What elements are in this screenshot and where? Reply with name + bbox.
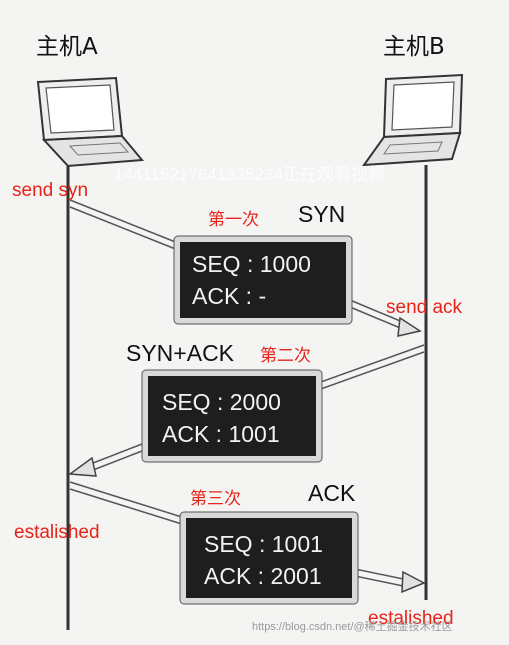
laptop-icon	[361, 73, 464, 167]
ack-value: ACK : 1001	[162, 421, 280, 447]
segment-box	[141, 369, 323, 463]
source-watermark: https://blog.csdn.net/@稀土掘金技术社区	[252, 619, 453, 633]
event-established-b: estalished	[368, 608, 454, 629]
ack-value: ACK : -	[192, 283, 266, 309]
host-b-label: 主机B	[383, 34, 445, 60]
viewer-watermark: 14411521764​1335234正在观看视频	[114, 165, 385, 184]
arrow-syn-ack	[67, 344, 425, 477]
step-label: 第二次	[260, 346, 311, 366]
laptop-icon	[36, 76, 145, 168]
event-send-syn: send syn	[12, 180, 88, 201]
step-label: 第一次	[208, 210, 259, 230]
segment-type: SYN+ACK	[126, 340, 235, 366]
step-label: 第三次	[190, 489, 241, 509]
seq-value: SEQ : 2000	[162, 389, 281, 415]
event-established-a: estalished	[14, 522, 100, 543]
segment-box	[173, 235, 353, 325]
arrow-syn	[69, 199, 422, 337]
event-send-ack: send ack	[386, 297, 463, 318]
ack-value: ACK : 2001	[204, 563, 322, 589]
segment-type: ACK	[308, 480, 356, 506]
arrow-ack	[69, 481, 426, 594]
host-a-label: 主机A	[36, 34, 98, 60]
seq-value: SEQ : 1001	[204, 531, 323, 557]
segment-box	[179, 511, 359, 605]
seq-value: SEQ : 1000	[192, 251, 311, 277]
segment-type: SYN	[298, 201, 345, 227]
